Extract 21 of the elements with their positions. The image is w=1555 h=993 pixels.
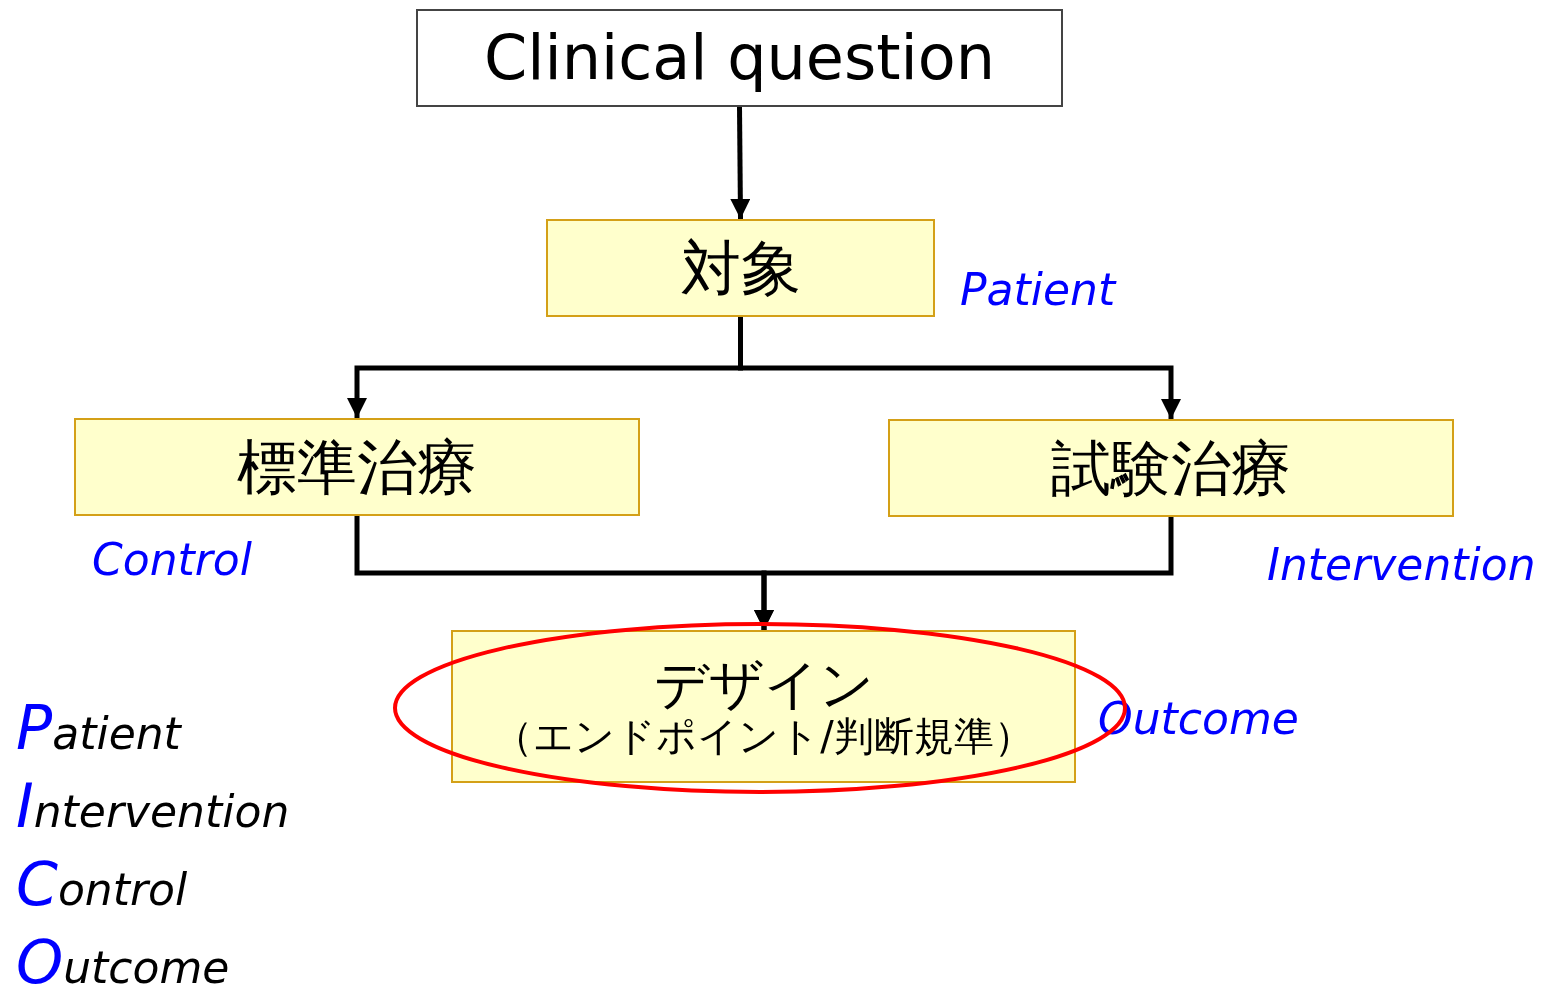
arrow: [754, 517, 1174, 630]
beside-label: Control: [92, 538, 252, 582]
box-title: 試験治療: [1051, 435, 1291, 501]
acronym-line: Patient: [16, 698, 181, 758]
acronym-line: Intervention: [16, 776, 290, 836]
question-box: [416, 9, 1063, 107]
arrow: [730, 106, 751, 220]
process-box: [451, 630, 1076, 783]
box-subtitle: （エンドポイント/判断規準）: [493, 714, 1034, 759]
box-title: 対象: [680, 235, 801, 301]
beside-label: Intervention: [1267, 543, 1536, 587]
process-box: [74, 418, 640, 516]
process-box: [888, 419, 1454, 517]
process-box: [546, 219, 935, 317]
beside-label: Patient: [960, 268, 1116, 312]
acronym-line: Control: [16, 854, 188, 914]
arrow: [738, 317, 1181, 419]
acronym-line: Outcome: [16, 932, 230, 992]
box-title: デザイン: [653, 654, 874, 715]
box-title: 標準治療: [237, 434, 477, 500]
box-title: Clinical question: [483, 23, 996, 93]
